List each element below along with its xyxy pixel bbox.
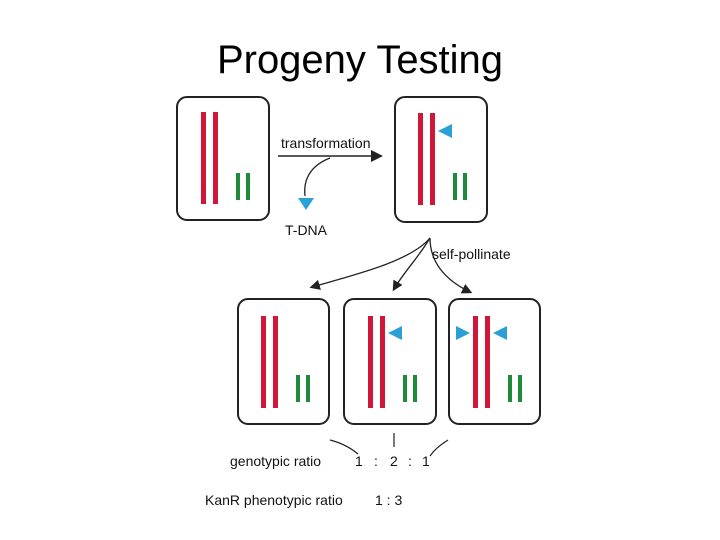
cell-progeny-homozygous-insert	[448, 298, 541, 425]
tdna-insert-icon	[456, 326, 470, 340]
ratio-connector-left	[329, 439, 359, 455]
self-pollinate-label: self-pollinate	[432, 246, 511, 262]
slide-title: Progeny Testing	[216, 38, 504, 82]
cell-border	[394, 96, 488, 223]
green-chromosome	[508, 375, 512, 402]
red-chromosome	[418, 113, 423, 205]
genotypic-ratio-sep-1: :	[374, 453, 378, 469]
tdna-curve-arrow	[304, 157, 331, 197]
green-chromosome	[296, 375, 300, 402]
cell-progeny-homozygous-wildtype	[237, 298, 330, 425]
cell-border	[448, 298, 541, 425]
red-chromosome	[380, 316, 385, 408]
green-chromosome	[236, 173, 240, 200]
cell-border	[176, 96, 270, 221]
genotypic-ratio-sep-2: :	[408, 453, 412, 469]
green-chromosome	[413, 375, 417, 402]
green-chromosome	[518, 375, 522, 402]
genotypic-ratio-value-2: 2	[390, 453, 398, 469]
green-chromosome	[403, 375, 407, 402]
red-chromosome	[473, 316, 478, 408]
green-chromosome	[306, 375, 310, 402]
ratio-connector-right	[429, 439, 449, 457]
red-chromosome	[273, 316, 278, 408]
branch-arrow-right	[429, 237, 473, 294]
genotypic-ratio-label: genotypic ratio	[230, 453, 322, 469]
phenotypic-ratio-value: 1 : 3	[375, 492, 403, 508]
branch-arrow-left	[309, 237, 431, 290]
tdna-triangle-icon	[298, 198, 314, 210]
genotypic-ratio-value-1: 1	[355, 453, 363, 469]
tdna-insert-icon	[493, 326, 507, 340]
green-chromosome	[463, 173, 467, 200]
red-chromosome	[261, 316, 266, 408]
transformation-label: transformation	[281, 135, 371, 151]
cell-border	[343, 298, 437, 425]
branch-arrow-middle	[392, 237, 431, 292]
phenotypic-ratio-label: KanR phenotypic ratio	[205, 492, 343, 508]
cell-border	[237, 298, 330, 425]
tdna-label: T-DNA	[285, 222, 327, 238]
tdna-insert-icon	[388, 326, 402, 340]
cell-transformed	[394, 96, 488, 223]
cell-parent	[176, 96, 270, 221]
red-chromosome	[430, 113, 435, 205]
genotypic-ratio-value-3: 1	[422, 453, 430, 469]
green-chromosome	[453, 173, 457, 200]
red-chromosome	[485, 316, 490, 408]
green-chromosome	[246, 173, 250, 200]
red-chromosome	[368, 316, 373, 408]
tdna-insert-icon	[438, 124, 452, 138]
red-chromosome	[201, 112, 206, 204]
cell-progeny-hemizygous	[343, 298, 437, 425]
red-chromosome	[213, 112, 218, 204]
